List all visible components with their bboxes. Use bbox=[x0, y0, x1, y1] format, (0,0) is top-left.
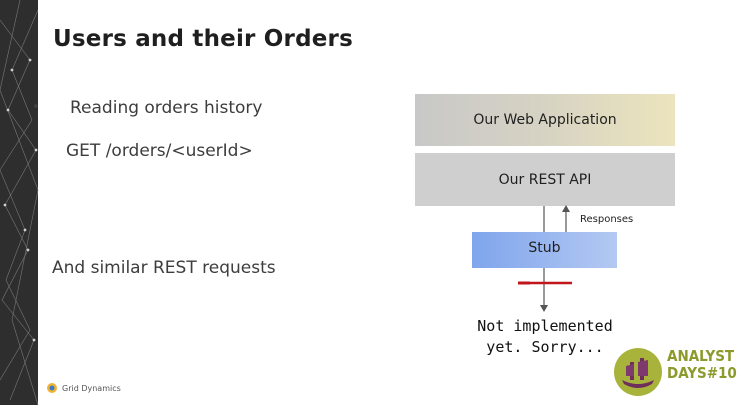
analyst-days-logo: ANALYST DAYS#10 bbox=[612, 346, 737, 398]
decorative-network-band bbox=[0, 0, 39, 405]
not-implemented-line-1: Not implemented bbox=[477, 317, 613, 335]
event-name: ANALYST DAYS#10 bbox=[667, 348, 737, 382]
request-arrow-head bbox=[540, 305, 548, 312]
responses-label: Responses bbox=[580, 214, 634, 225]
grid-dynamics-logo: Grid Dynamics bbox=[46, 382, 121, 394]
ship-emblem-icon bbox=[614, 348, 662, 396]
not-implemented-note: Not implemented yet. Sorry... bbox=[472, 316, 618, 358]
web-application-block: Our Web Application bbox=[415, 94, 675, 146]
similar-requests-text: And similar REST requests bbox=[52, 258, 276, 278]
stub-label: Stub bbox=[528, 240, 561, 256]
stub-block: Stub bbox=[472, 232, 617, 268]
not-implemented-line-2: yet. Sorry... bbox=[486, 338, 604, 356]
grid-dynamics-icon bbox=[47, 383, 57, 393]
bullet-text: Reading orders history bbox=[70, 98, 263, 118]
network-pattern-icon bbox=[0, 0, 39, 405]
company-name: Grid Dynamics bbox=[62, 383, 121, 393]
web-application-label: Our Web Application bbox=[473, 112, 617, 128]
event-line-1: ANALYST bbox=[667, 347, 735, 365]
bullet-marker: • bbox=[32, 100, 40, 115]
rest-api-label: Our REST API bbox=[498, 171, 592, 188]
rest-api-block: Our REST API bbox=[415, 153, 675, 206]
responses-arrow-head bbox=[562, 205, 570, 212]
event-line-2: DAYS#10 bbox=[667, 364, 737, 382]
slide-title: Users and their Orders bbox=[53, 26, 353, 52]
endpoint-text: GET /orders/<userId> bbox=[66, 141, 253, 161]
